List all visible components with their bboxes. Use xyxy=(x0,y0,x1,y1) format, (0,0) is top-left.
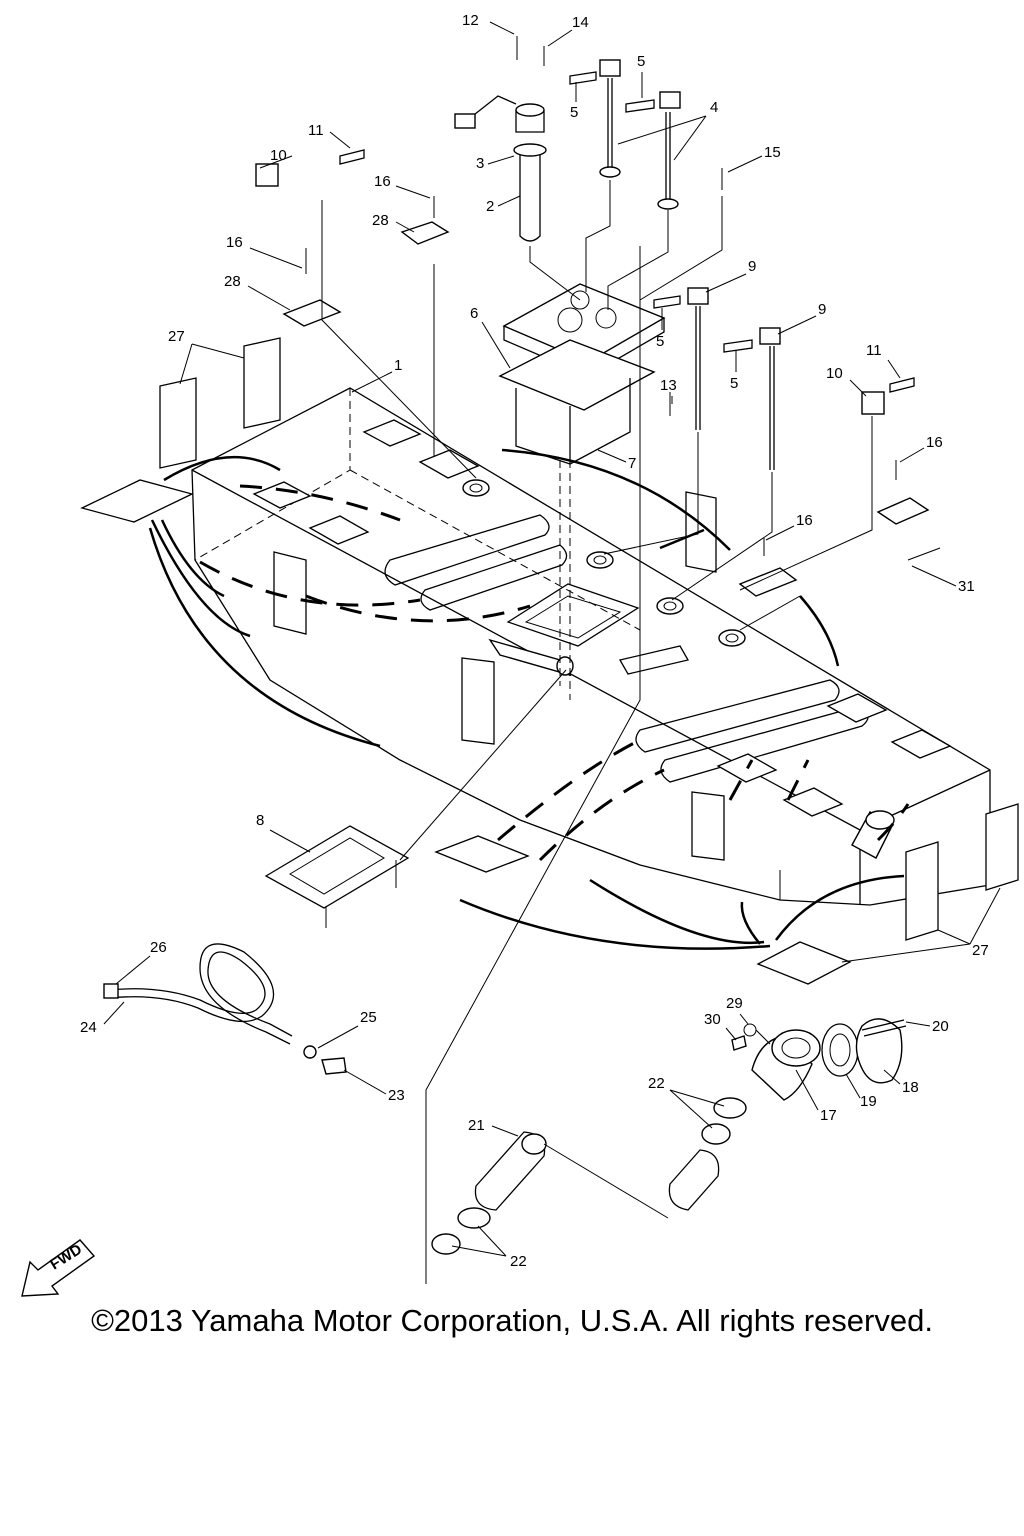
label-31: 31 xyxy=(958,578,975,595)
label-3: 3 xyxy=(476,155,484,172)
label-27b: 27 xyxy=(972,942,989,959)
label-11a: 11 xyxy=(308,122,324,139)
label-26: 26 xyxy=(150,939,167,956)
label-16a: 16 xyxy=(374,173,391,190)
label-11b: 11 xyxy=(866,342,882,359)
label-5c: 5 xyxy=(656,333,664,350)
tank-pads xyxy=(252,419,952,817)
label-21: 21 xyxy=(468,1117,485,1134)
label-15: 15 xyxy=(764,144,781,161)
fittings-5-9 xyxy=(569,71,781,470)
caps-10-nipples-11 xyxy=(255,149,915,415)
label-28b: 28 xyxy=(224,273,241,290)
filler-neck-17 xyxy=(751,1029,821,1101)
label-2: 2 xyxy=(486,198,494,215)
gasket-19 xyxy=(821,1023,859,1077)
label-17: 17 xyxy=(820,1107,837,1124)
sender-tube-2-3 xyxy=(454,36,547,242)
fwd-arrow-icon: FWD xyxy=(21,1239,96,1297)
label-27a: 27 xyxy=(168,328,185,345)
copyright-notice: ©2013 Yamaha Motor Corporation, U.S.A. A… xyxy=(91,1303,933,1338)
label-16b: 16 xyxy=(226,234,243,251)
hose-elbow xyxy=(668,1149,720,1211)
side-pads-27 xyxy=(80,337,1019,985)
label-22a: 22 xyxy=(648,1075,665,1092)
callout-labels: 12 14 5 5 4 11 10 3 15 16 2 28 16 9 28 9… xyxy=(80,12,1001,1270)
label-5b: 5 xyxy=(570,104,578,121)
gasket-8 xyxy=(264,825,410,909)
pump-module-6-7 xyxy=(498,283,666,465)
hose-21 xyxy=(474,1131,547,1211)
label-16c: 16 xyxy=(926,434,943,451)
label-19: 19 xyxy=(860,1093,877,1110)
label-5d: 5 xyxy=(730,375,738,392)
label-8: 8 xyxy=(256,812,264,829)
brackets-28 xyxy=(282,168,941,597)
label-13: 13 xyxy=(660,377,677,394)
label-24: 24 xyxy=(80,1019,97,1036)
label-25: 25 xyxy=(360,1009,377,1026)
grommets xyxy=(462,479,746,647)
label-22b: 22 xyxy=(510,1253,527,1270)
label-12: 12 xyxy=(462,12,479,29)
label-9a: 9 xyxy=(748,258,756,275)
fuel-tank-exploded-diagram: FWD 12 14 5 5 4 11 10 3 15 16 2 28 16 9 … xyxy=(21,12,1019,1297)
vent-hose-24 xyxy=(103,943,347,1075)
label-7: 7 xyxy=(628,455,636,472)
tank-flange-plate xyxy=(506,583,640,647)
label-20: 20 xyxy=(932,1018,949,1035)
label-9b: 9 xyxy=(818,301,826,318)
clamps-22 xyxy=(431,1097,747,1255)
label-14: 14 xyxy=(572,14,589,31)
label-4: 4 xyxy=(710,99,718,116)
label-1: 1 xyxy=(394,357,402,374)
flow-arrows xyxy=(148,448,910,950)
fuel-pickups-4 xyxy=(599,59,681,210)
label-30: 30 xyxy=(704,1011,721,1028)
leader-lines xyxy=(321,180,873,1284)
label-23: 23 xyxy=(388,1087,405,1104)
label-29: 29 xyxy=(726,995,743,1012)
label-5a: 5 xyxy=(637,53,645,70)
label-28a: 28 xyxy=(372,212,389,229)
label-6: 6 xyxy=(470,305,478,322)
label-16d: 16 xyxy=(796,512,813,529)
label-10b: 10 xyxy=(826,365,843,382)
label-18: 18 xyxy=(902,1079,919,1096)
